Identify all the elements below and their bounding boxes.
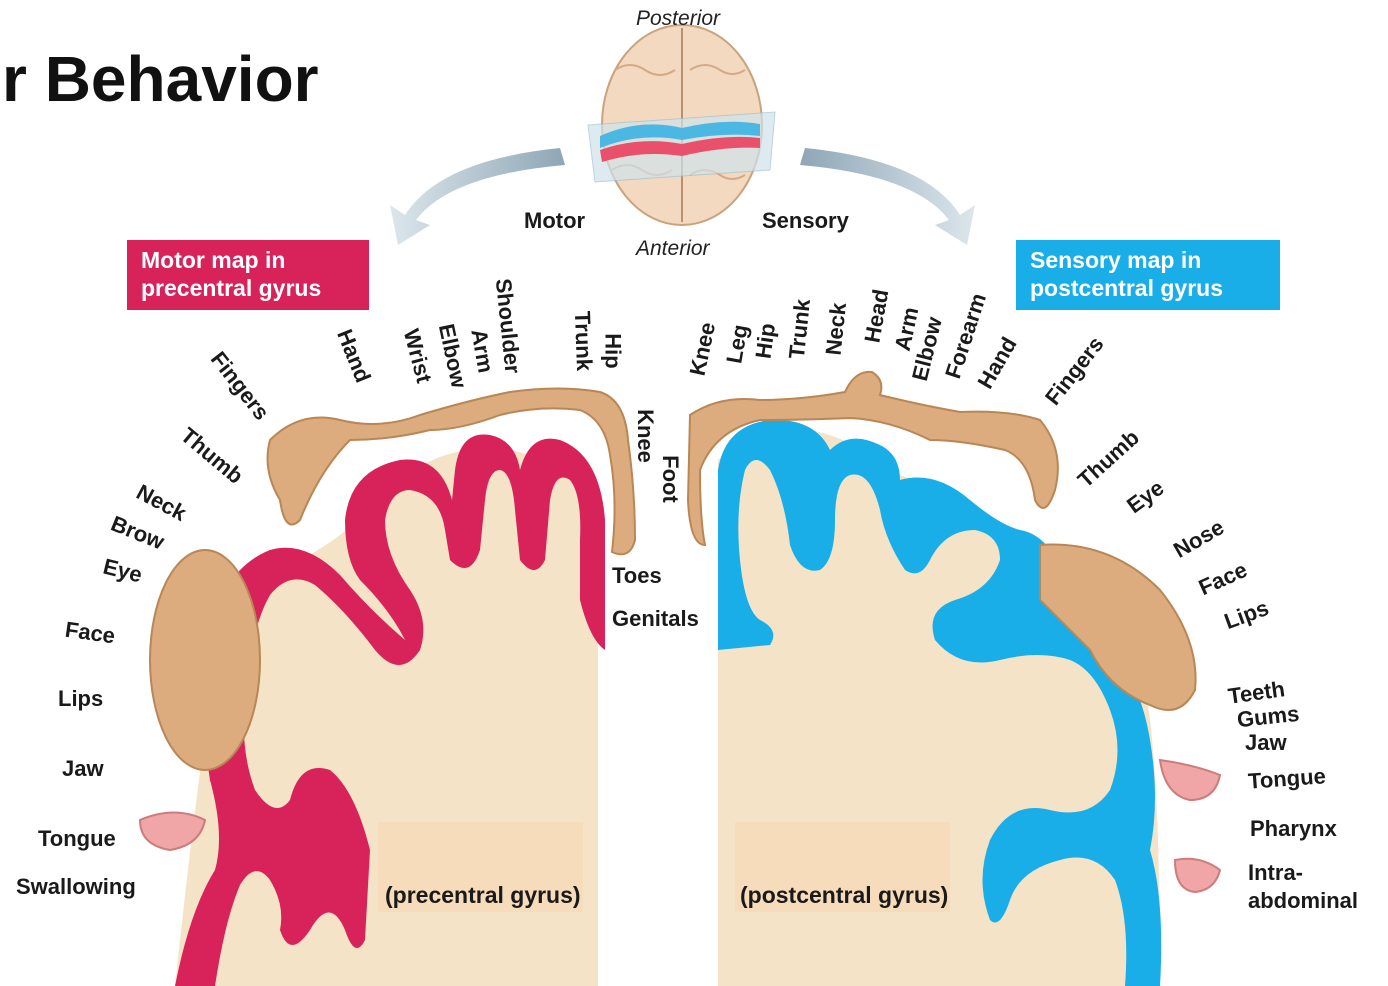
sensory-label: Sensory [762,210,849,232]
posterior-label: Posterior [636,8,720,29]
sensory-label-intra: Intra- [1248,862,1303,884]
motor-label-lips: Lips [58,688,103,710]
page-title: r Behavior [2,42,319,116]
anterior-label: Anterior [636,238,710,259]
motor-label-trunk: Trunk [571,311,595,372]
sensory-label-hip: Hip [752,322,779,360]
postcentral-gyrus-label: (postcentral gyrus) [740,884,948,907]
motor-map-box: Motor map in precentral gyrus [127,240,369,310]
motor-label-knee: Knee [634,409,656,463]
motor-label-jaw: Jaw [62,758,104,780]
motor-label-foot: Foot [659,455,681,503]
sensory-label-genitals: Genitals [612,608,699,630]
motor-map-line2: precentral gyrus [141,274,355,302]
sensory-label-pharynx: Pharynx [1250,818,1337,840]
sensory-map-box: Sensory map in postcentral gyrus [1016,240,1280,310]
sensory-label-abdominal: abdominal [1248,890,1358,912]
sensory-label-tongue: Tongue [1247,765,1326,792]
sensory-map-line2: postcentral gyrus [1030,274,1266,302]
sensory-map-line1: Sensory map in [1030,246,1266,274]
motor-label-swallowing: Swallowing [16,876,136,898]
brain-top-view-icon [588,25,775,225]
motor-map-line1: Motor map in [141,246,355,274]
motor-label-tongue: Tongue [38,828,116,850]
motor-label-toes: Toes [612,565,662,587]
motor-label: Motor [524,210,585,232]
precentral-gyrus-label: (precentral gyrus) [385,884,581,907]
motor-label-hip: Hip [602,333,624,368]
motor-label-arm: Arm [467,327,496,374]
sensory-label-jaw: Jaw [1245,732,1287,754]
sensory-label-neck: Neck [823,302,850,357]
